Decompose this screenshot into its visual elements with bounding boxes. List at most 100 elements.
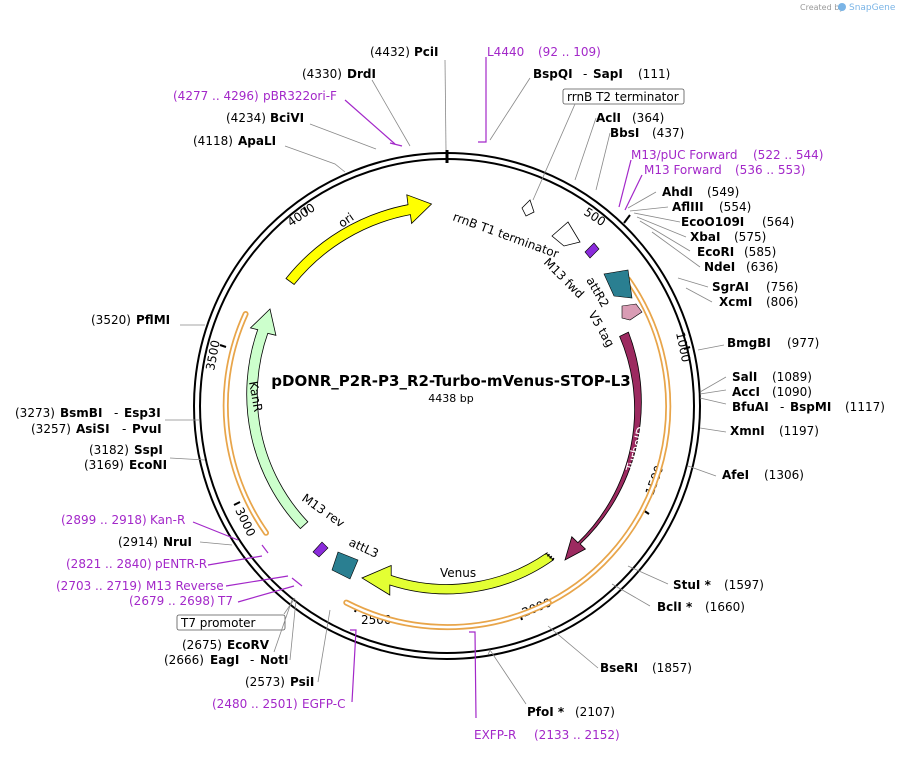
bspqi-dash: - — [583, 67, 587, 81]
pbr322-range: (4277 .. 4296) — [173, 89, 259, 103]
m13forward-leader — [624, 174, 643, 211]
stui-name: StuI * — [673, 578, 712, 592]
pvui-name: PvuI — [132, 422, 162, 436]
acli-pos: (364) — [632, 111, 664, 125]
xcmi-pos: (806) — [766, 295, 798, 309]
sali-pos: (1089) — [772, 370, 812, 384]
t7-mark — [291, 577, 303, 587]
stui-leader — [627, 565, 669, 585]
sspi-leader — [169, 457, 206, 461]
bsmbi-name: BsmBI — [60, 406, 102, 420]
bfuai-dash: - — [780, 400, 784, 414]
leader-lines — [165, 59, 727, 705]
bspmi-name: BspMI — [790, 400, 831, 414]
m13-rev-label: M13 rev — [299, 491, 347, 530]
kanr-label: KanR — [246, 380, 265, 413]
bsmbi-pos: (3273) — [15, 406, 55, 420]
afei-leader — [687, 465, 717, 477]
ndei-pos: (636) — [746, 260, 778, 274]
aflii-name: AflIII — [672, 200, 704, 214]
xcmi-name: XcmI — [719, 295, 752, 309]
m13reverse-range: (2703 .. 2719) — [56, 579, 142, 593]
noti-name: NotI — [260, 653, 289, 667]
apali-leader — [284, 145, 346, 173]
eco0109i-leader — [633, 212, 681, 223]
orf-arc-turboid-core — [547, 278, 670, 604]
sgrai-name: SgrAI — [712, 280, 749, 294]
aflii-pos: (554) — [719, 200, 751, 214]
tick-label-1000: 1000 — [673, 331, 693, 364]
bseri-leader — [547, 625, 599, 669]
l4440-name: L4440 — [487, 45, 524, 59]
bmgbi-leader — [697, 344, 725, 351]
t7-name: T7 — [217, 594, 233, 608]
nrui-pos: (2914) — [118, 535, 158, 549]
ahdi-name: AhdI — [662, 185, 693, 199]
nrui-name: NruI — [163, 535, 192, 549]
tick-mark-3000 — [233, 501, 241, 506]
t7-promoter-box — [176, 614, 286, 631]
econi-name: EcoNI — [129, 458, 167, 472]
pcii-name: PciI — [414, 45, 439, 59]
xmni-name: XmnI — [730, 424, 765, 438]
pbr322-leader — [344, 99, 396, 145]
bfuai-pos: (1117) — [845, 400, 885, 414]
bseri-name: BseRI — [600, 661, 638, 675]
ecori-leader — [639, 220, 691, 252]
v5-tag-arrow — [621, 303, 643, 321]
ecori-name: EcoRI — [697, 245, 734, 259]
bbsi-pos: (437) — [652, 126, 684, 140]
l4440-range: (92 .. 109) — [538, 45, 601, 59]
aflii-leader — [629, 206, 669, 212]
xcmi-leader — [685, 287, 713, 303]
drdi-pos: (4330) — [302, 67, 342, 81]
turboid-label: TurboID — [623, 425, 649, 474]
acli-leader — [574, 117, 597, 181]
sali-leader — [699, 376, 727, 393]
orf-arcs — [222, 276, 672, 631]
bfuai-leader — [699, 397, 727, 405]
orf-arc-venus-core — [345, 601, 551, 629]
pentr-leader — [207, 555, 263, 566]
ecori-pos: (585) — [744, 245, 776, 259]
ecorv-name: EcoRV — [227, 638, 270, 652]
bmgbi-name: BmgBI — [727, 336, 771, 350]
t7-range: (2679 .. 2698) — [129, 594, 215, 608]
pflmi-name: PflMI — [136, 313, 170, 327]
snapgene-product-name: SnapGene — [849, 3, 896, 13]
plasmid-name: pDONR_P2R-P3_R2-Turbo-mVenus-STOP-L3 — [271, 372, 630, 390]
drdi-leader — [371, 79, 411, 147]
snapgene-logo-icon — [838, 3, 846, 11]
pbr322-mark — [389, 142, 403, 147]
xmni-leader — [699, 427, 727, 433]
bspqi-pos: (111) — [638, 67, 670, 81]
asisi-name: AsiSI — [76, 422, 110, 436]
orf-arc-kanr-core — [224, 312, 268, 535]
m13puc-name: M13/pUC Forward — [631, 148, 738, 162]
m13-fwd-arrow — [584, 242, 600, 259]
snapgene-branding: Created by SnapGene — [800, 3, 896, 13]
tick-mark-4000 — [303, 206, 308, 214]
acci-name: AccI — [732, 385, 760, 399]
apali-pos: (4118) — [193, 134, 233, 148]
ahdi-leader — [627, 191, 657, 209]
attl3-label: attL3 — [347, 535, 381, 561]
acci-leader — [699, 389, 727, 395]
rrnb-t2-arrow — [521, 199, 535, 217]
tick-label-4000: 4000 — [285, 200, 318, 229]
venus-arrow — [361, 552, 555, 596]
psii-pos: (2573) — [245, 675, 285, 689]
tick-label-3500: 3500 — [203, 339, 223, 372]
apali-name: ApaLI — [238, 134, 276, 148]
position-ticks: 500 1000 1500 2000 2500 3000 3500 4000 — [203, 200, 693, 627]
site-labels-right: L4440 (92 .. 109) BspQI - SapI (111) Acl… — [474, 45, 885, 742]
eagi-pos: (2666) — [164, 653, 204, 667]
pfoi-name: PfoI * — [527, 705, 565, 719]
econi-pos: (3169) — [84, 458, 124, 472]
m13-rev-arrow — [312, 541, 329, 558]
xmni-pos: (1197) — [779, 424, 819, 438]
pentr-range: (2821 .. 2840) — [66, 557, 152, 571]
ndei-leader — [651, 231, 701, 268]
venus-label: Venus — [440, 566, 476, 580]
asisi-dash: - — [122, 422, 126, 436]
